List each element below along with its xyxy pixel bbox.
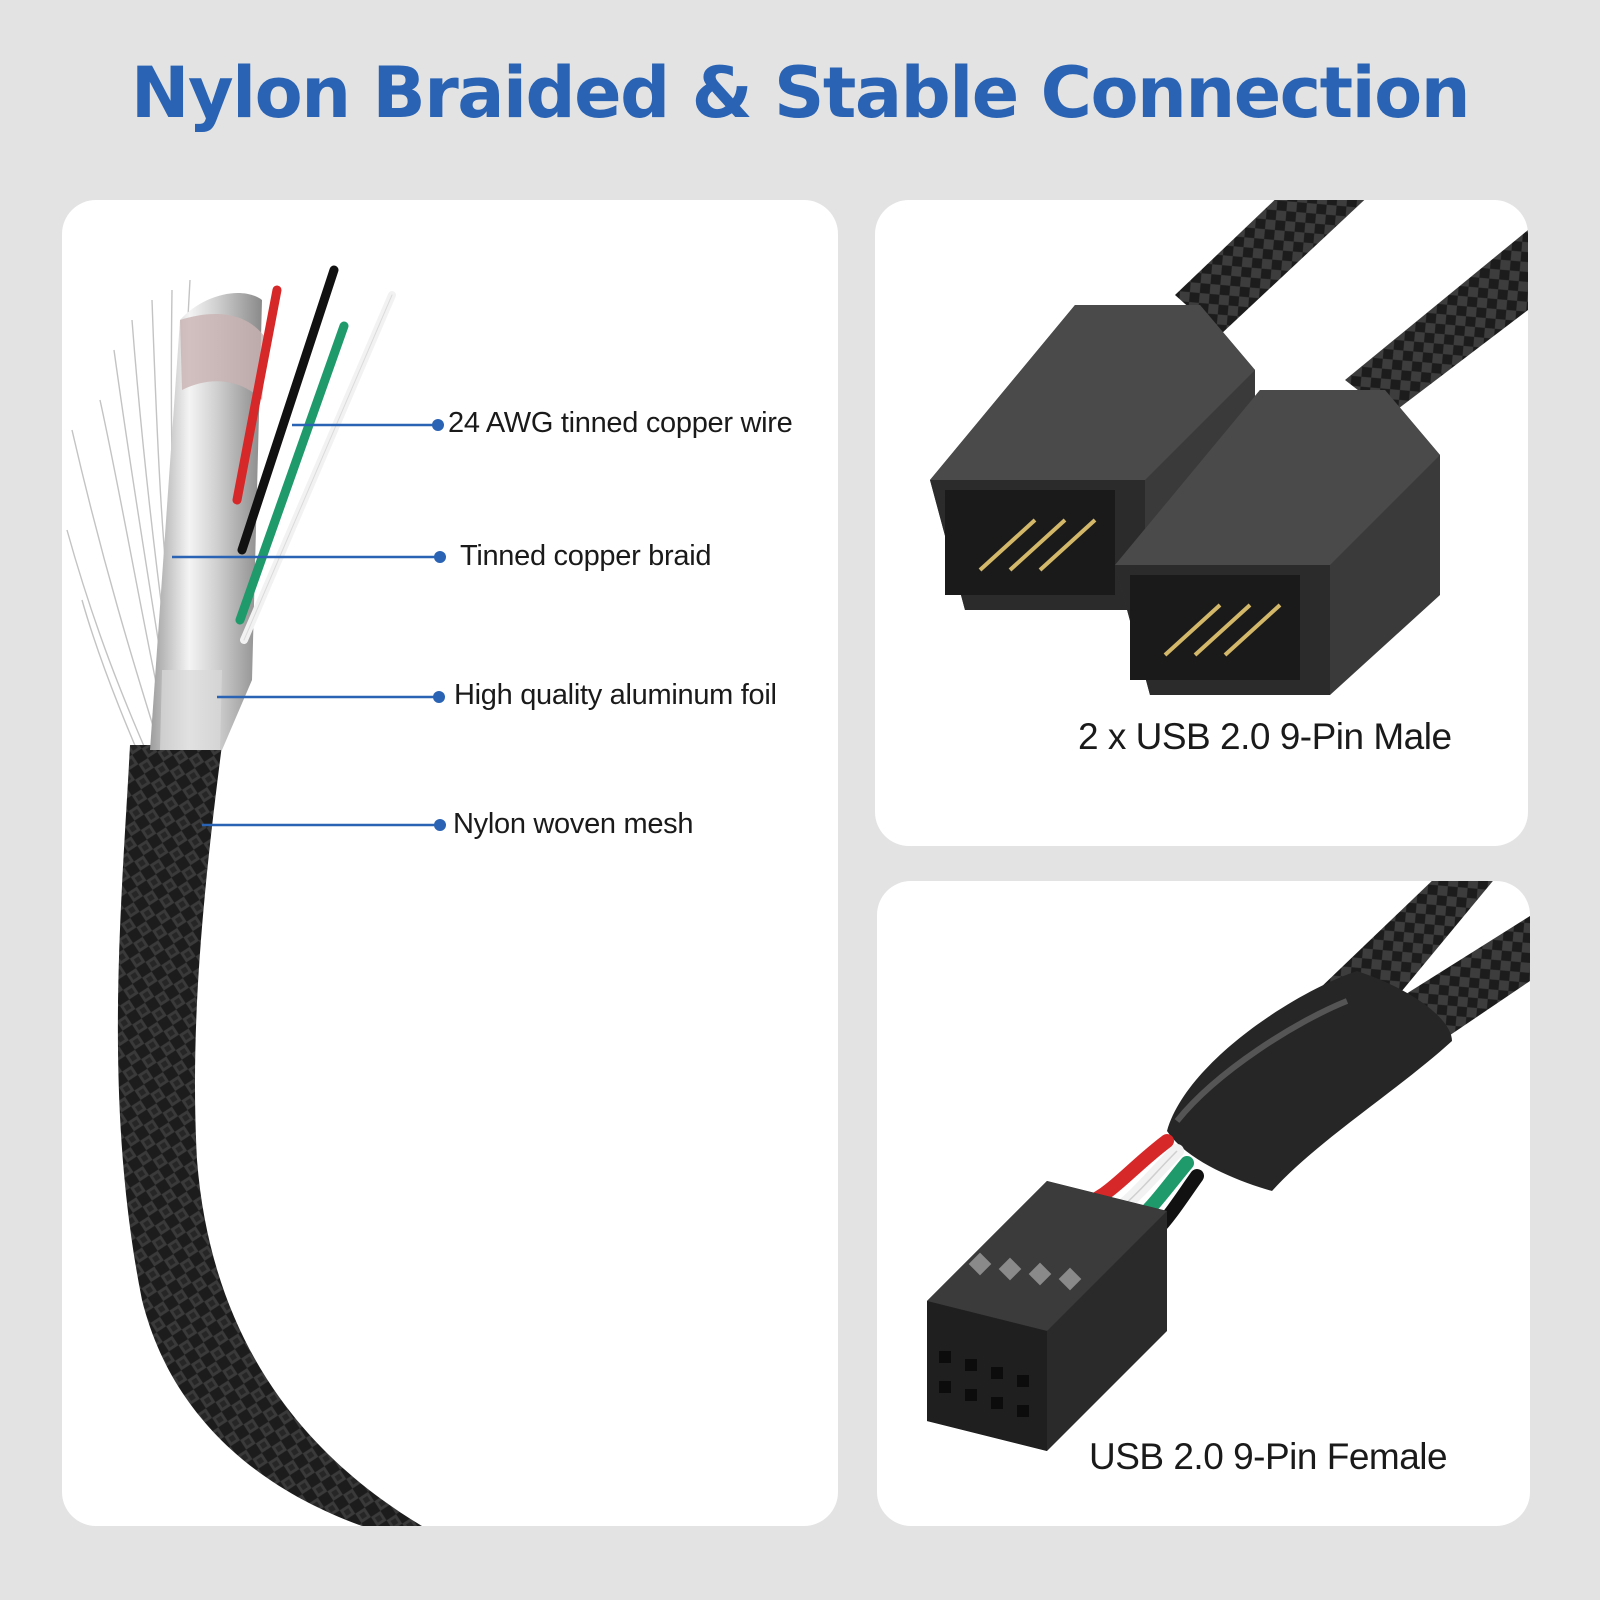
female-connector-panel: USB 2.0 9-Pin Female	[877, 881, 1530, 1526]
male-connector-caption: 2 x USB 2.0 9-Pin Male	[1078, 716, 1452, 757]
page-title: Nylon Braided & Stable Connection	[130, 52, 1471, 134]
cable-cutaway-illustration	[66, 265, 446, 1526]
male-connector-1	[930, 305, 1255, 610]
callout-aluminum-foil: High quality aluminum foil	[454, 679, 777, 711]
male-connector-2	[1115, 390, 1440, 695]
female-connector-caption: USB 2.0 9-Pin Female	[1089, 1436, 1448, 1477]
callout-copper-wire: 24 AWG tinned copper wire	[448, 407, 793, 439]
female-connector-illustration	[927, 881, 1530, 1451]
male-connector-illustration	[930, 200, 1528, 695]
cable-structure-panel: 24 AWG tinned copper wire Tinned copper …	[62, 200, 838, 1526]
male-connector-panel: 2 x USB 2.0 9-Pin Male	[875, 200, 1528, 846]
callout-nylon-mesh: Nylon woven mesh	[453, 808, 694, 840]
callout-copper-braid: Tinned copper braid	[460, 540, 712, 572]
